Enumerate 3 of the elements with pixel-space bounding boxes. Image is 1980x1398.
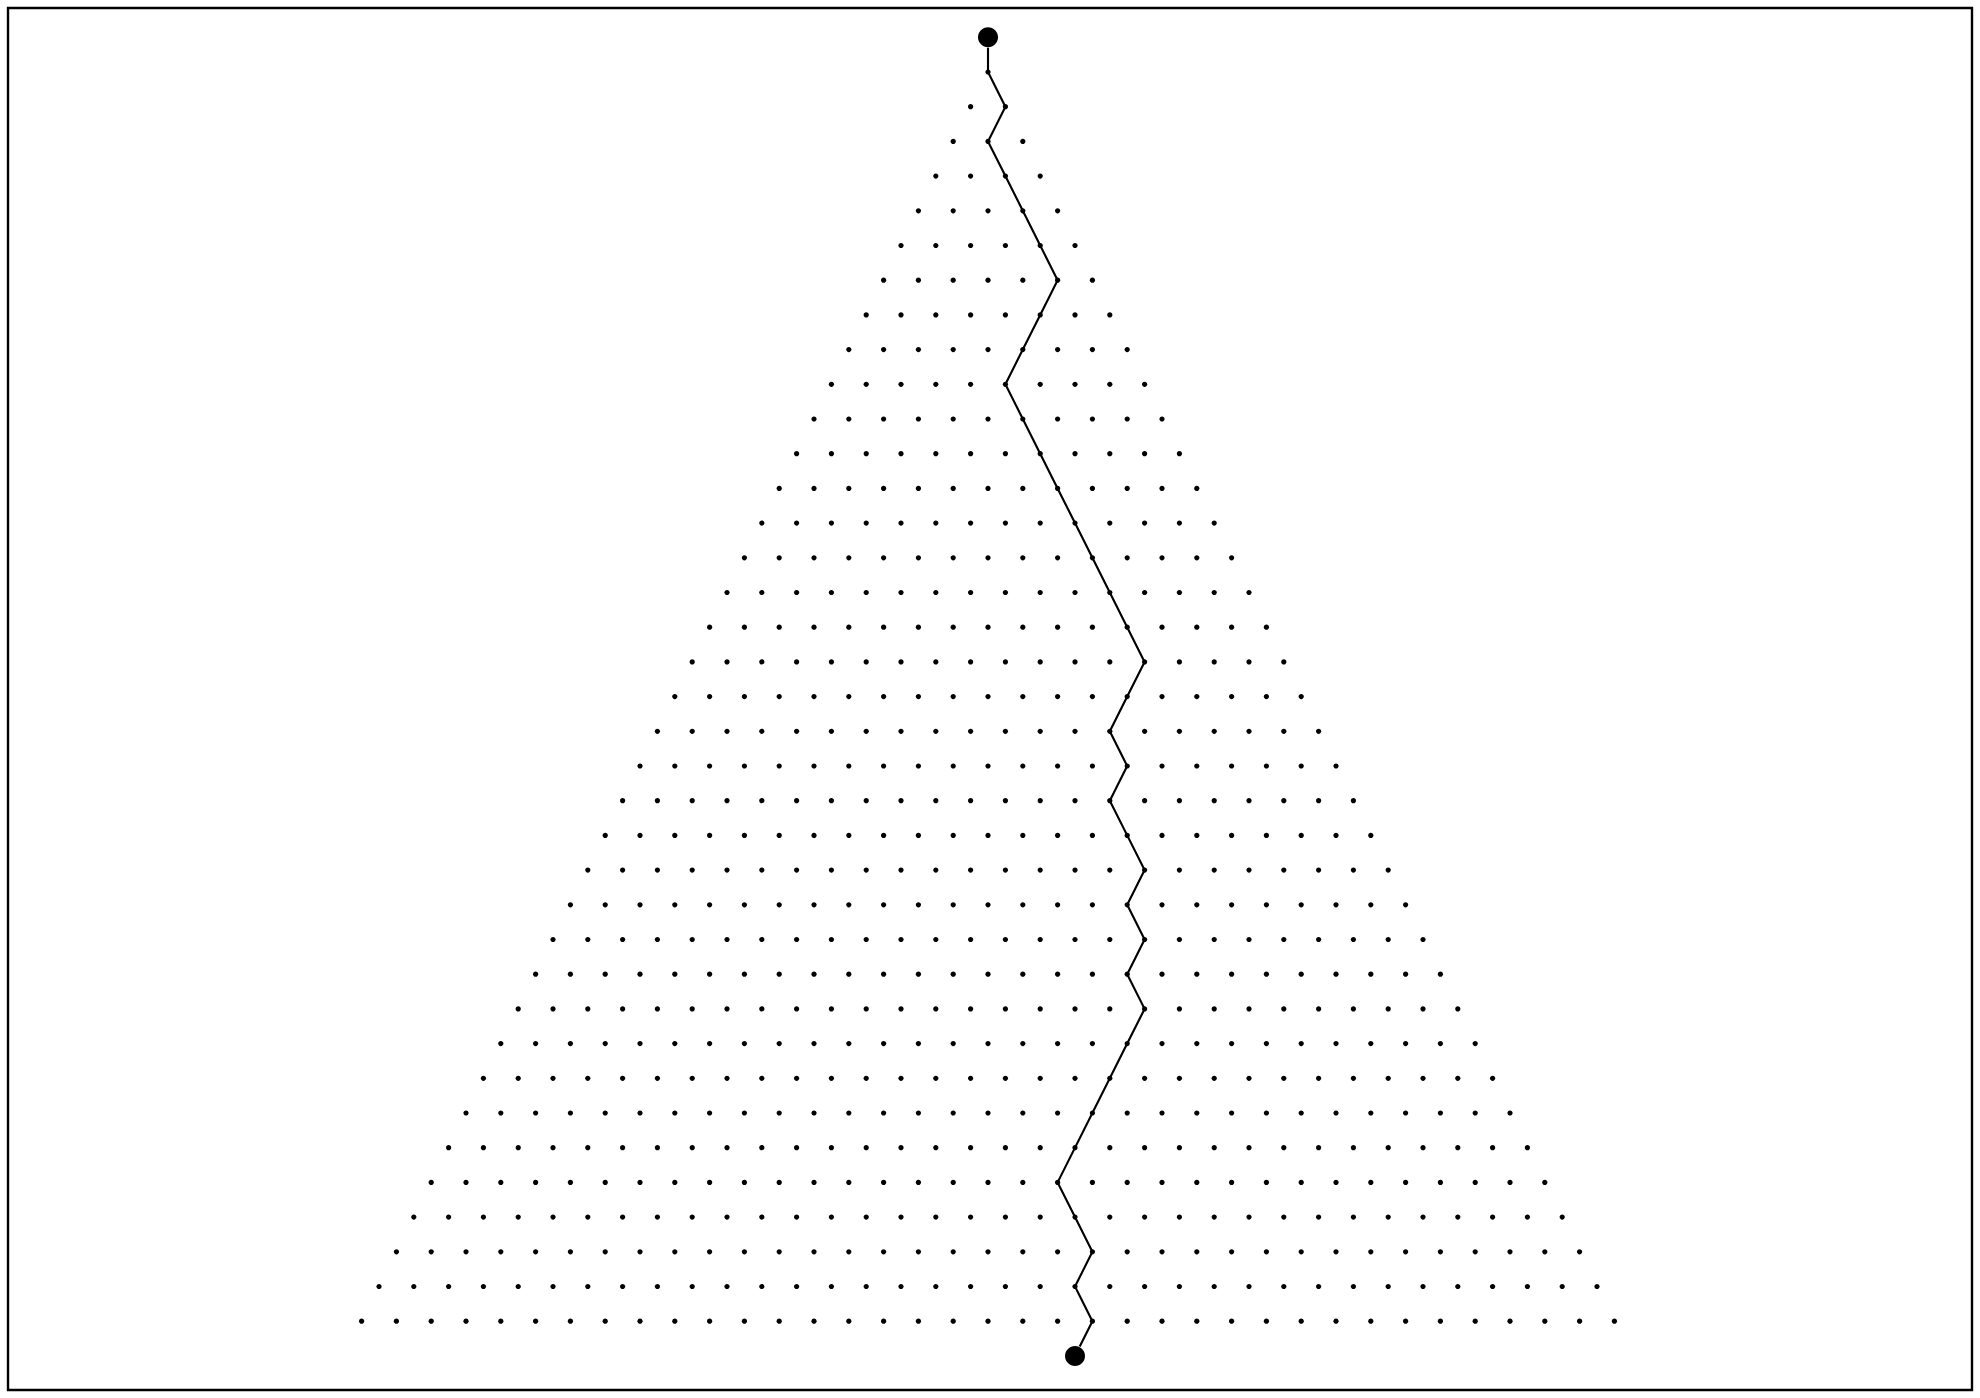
endpoint-dot bbox=[1065, 1345, 1085, 1366]
walk-path bbox=[986, 47, 1146, 1347]
endpoint-dot bbox=[978, 27, 998, 48]
